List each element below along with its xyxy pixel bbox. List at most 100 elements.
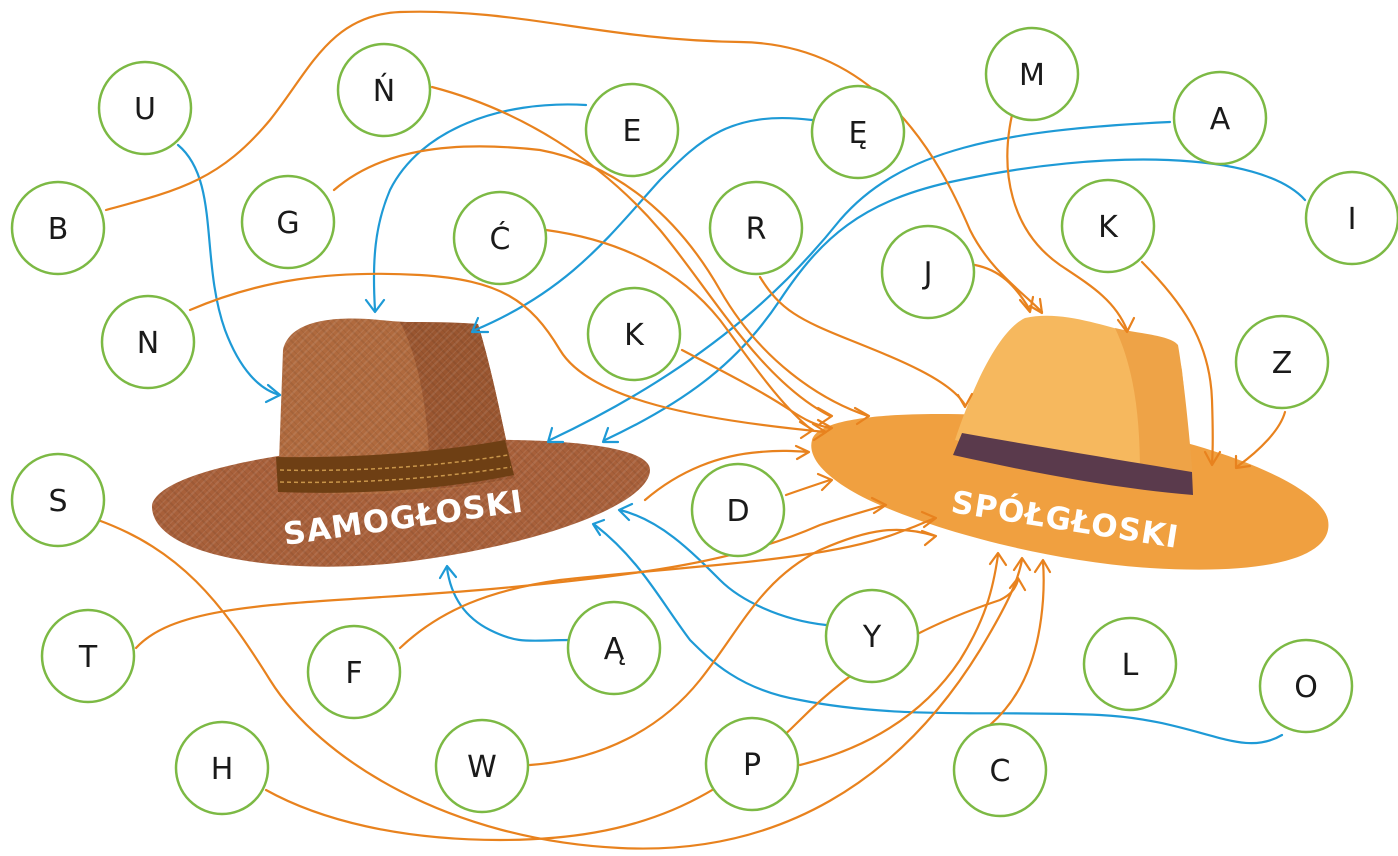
letter-circle-b[interactable]: B	[10, 180, 106, 276]
letter-circle-g[interactable]: G	[240, 174, 336, 270]
letter-circle-n[interactable]: N	[100, 294, 196, 390]
letter-label: W	[467, 750, 497, 785]
letter-circle-p[interactable]: P	[704, 716, 800, 812]
letter-circle-w[interactable]: W	[434, 718, 530, 814]
letter-circle-j[interactable]: J	[880, 224, 976, 320]
letter-circle-shape	[10, 452, 106, 548]
letter-circle-f[interactable]: F	[306, 624, 402, 720]
letter-circle-a-ogonek[interactable]: Ą	[566, 600, 662, 696]
letter-label: Ą	[604, 632, 626, 667]
arrowhead-d	[816, 472, 834, 492]
letter-circle-shape	[40, 608, 136, 704]
arrowhead-n-acute	[816, 406, 834, 426]
link-f	[398, 516, 937, 650]
link-c	[988, 560, 1045, 727]
link-c-acute	[544, 228, 814, 432]
link-o	[593, 523, 1284, 745]
letter-circle-shape	[952, 722, 1048, 818]
link-b	[104, 10, 1044, 314]
letter-label: T	[78, 640, 98, 675]
letter-circle-shape	[10, 180, 106, 276]
arrowhead-c-acute	[798, 420, 815, 440]
letter-label: P	[743, 748, 761, 783]
letter-label: J	[922, 256, 933, 291]
letter-label: Z	[1272, 346, 1293, 381]
arrowhead-g	[853, 406, 871, 426]
letter-circle-t[interactable]: T	[40, 608, 136, 704]
letter-circle-shape	[708, 180, 804, 276]
letter-circle-s[interactable]: S	[10, 452, 106, 548]
link-i	[603, 158, 1307, 442]
letter-circle-e-ogonek[interactable]: Ę	[810, 84, 906, 180]
letter-circle-shape	[306, 624, 402, 720]
arrowhead-m	[1116, 316, 1136, 334]
link-m	[1006, 113, 1129, 332]
link-j	[973, 263, 1032, 312]
link-k1	[1140, 260, 1214, 465]
letter-circle-shape	[174, 720, 270, 816]
letter-circle-a[interactable]: A	[1172, 70, 1268, 166]
link-d	[784, 478, 832, 497]
arrowhead-s	[1012, 556, 1032, 572]
letter-circle-n-acute[interactable]: Ń	[336, 42, 432, 138]
letter-circle-shape	[1304, 170, 1398, 266]
link-t	[134, 503, 887, 650]
link-a-ogonek	[445, 566, 574, 642]
arrowhead-e-ogonek	[470, 316, 490, 334]
letter-label: A	[1210, 102, 1231, 137]
link-e	[372, 103, 588, 312]
arrowhead-w	[920, 529, 938, 547]
link-extra-a	[643, 449, 810, 502]
letter-circle-c[interactable]: C	[952, 722, 1048, 818]
letter-circle-shape	[1172, 70, 1268, 166]
letter-circle-i[interactable]: I	[1304, 170, 1398, 266]
letter-circle-shape	[1234, 314, 1330, 410]
letter-circle-shape	[586, 286, 682, 382]
letter-label: B	[48, 212, 69, 247]
letter-circle-shape	[984, 26, 1080, 122]
link-z	[1236, 410, 1287, 468]
letter-label: Ę	[849, 116, 868, 151]
letter-label: H	[211, 752, 234, 787]
letter-label: M	[1019, 58, 1045, 93]
letter-circle-e[interactable]: E	[584, 82, 680, 178]
vowels-hat-band	[276, 440, 514, 493]
link-e-ogonek	[473, 116, 814, 332]
arrowhead-y	[617, 502, 634, 522]
link-n	[188, 272, 827, 434]
letter-circle-y[interactable]: Y	[824, 588, 920, 684]
letter-circle-shape	[97, 60, 193, 156]
letter-circle-u[interactable]: U	[97, 60, 193, 156]
letter-circle-shape	[584, 82, 680, 178]
letter-label: Ć	[490, 220, 511, 257]
letter-circle-shape	[566, 600, 662, 696]
letter-label: L	[1122, 648, 1139, 683]
letter-circle-r[interactable]: R	[708, 180, 804, 276]
letter-circle-c-acute[interactable]: Ć	[452, 190, 548, 286]
link-s	[96, 518, 1024, 850]
letter-circle-o[interactable]: O	[1258, 638, 1354, 734]
letter-circle-l[interactable]: L	[1082, 616, 1178, 712]
link-a	[548, 120, 1172, 442]
arrowhead-b	[1028, 297, 1044, 315]
arrowhead-t	[870, 496, 888, 515]
arrowhead-u	[264, 383, 282, 404]
consonants-hat-band	[953, 433, 1193, 495]
letter-circle-shape	[810, 84, 906, 180]
letter-label: G	[276, 206, 299, 241]
letter-circle-shape	[100, 294, 196, 390]
letter-circle-z[interactable]: Z	[1234, 314, 1330, 410]
letter-label: Ń	[373, 73, 395, 109]
letter-circle-h[interactable]: H	[174, 720, 270, 816]
link-y	[618, 508, 828, 627]
arrowhead-extra-a	[794, 444, 811, 461]
letter-label: E	[623, 114, 642, 149]
letter-circle-k1[interactable]: K	[1060, 178, 1156, 274]
letter-label: S	[48, 484, 67, 519]
letter-label: R	[746, 212, 767, 247]
letter-circle-shape	[690, 462, 786, 558]
vowels-hat: SAMOGŁOSKI	[151, 318, 650, 567]
letter-circle-k2[interactable]: K	[586, 286, 682, 382]
letter-circle-m[interactable]: M	[984, 26, 1080, 122]
letter-circle-d[interactable]: D	[690, 462, 786, 558]
